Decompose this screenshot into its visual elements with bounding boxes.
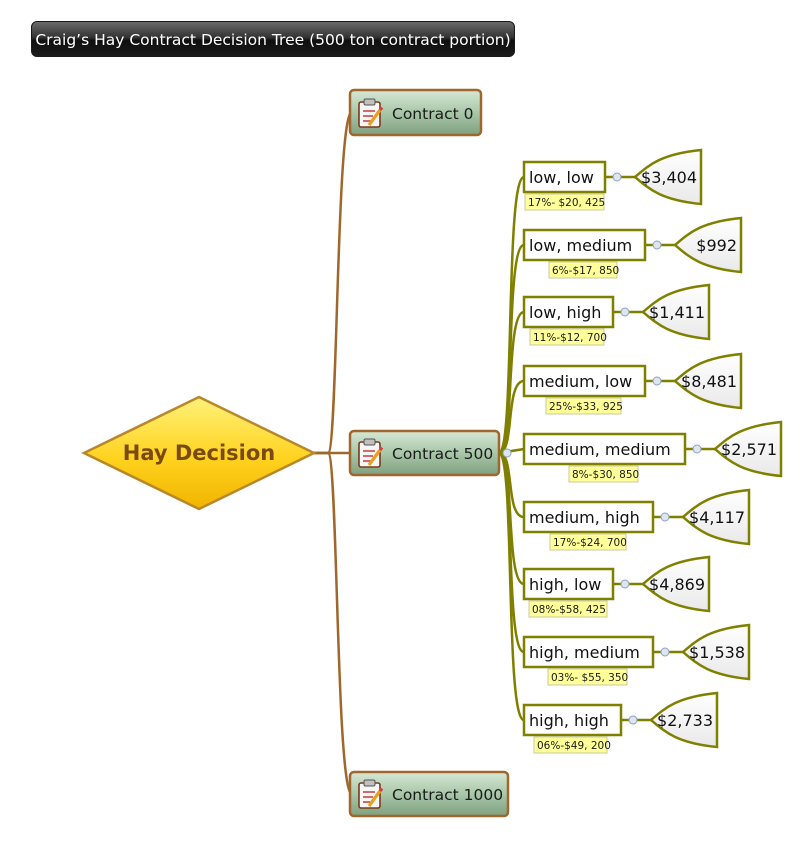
collapse-dot-icon[interactable] xyxy=(620,307,630,317)
probability-note: 8%-$30, 850 xyxy=(572,469,639,481)
collapse-dot-icon[interactable] xyxy=(652,376,662,386)
contract-box xyxy=(348,88,483,137)
outcome-node[interactable]: 25%-$33, 925 medium, low $8,481 xyxy=(522,352,743,415)
outcome-label: medium, low xyxy=(529,372,632,391)
payoff-shape xyxy=(713,420,783,478)
outcome-box xyxy=(522,364,647,398)
probability-note-box xyxy=(533,736,608,754)
contract-box xyxy=(348,770,510,818)
connector-root-contract-0 xyxy=(312,110,354,455)
probability-note: 06%-$49, 200 xyxy=(537,740,611,752)
outcome-box xyxy=(522,635,655,669)
collapse-dot-icon[interactable] xyxy=(660,647,670,657)
probability-note-box xyxy=(545,397,622,415)
payoff-shape xyxy=(673,216,743,274)
payoff-value: $2,733 xyxy=(657,711,713,730)
probability-note: 17%-$24, 700 xyxy=(553,537,627,549)
outcome-list: 17%- $20, 425 low, low $3,404 6%-$17, 850 lo… xyxy=(522,148,783,754)
outcome-box xyxy=(522,160,607,194)
payoff-shape xyxy=(633,148,703,206)
contract-node-0[interactable]: Contract 0 xyxy=(348,88,483,137)
root-label: Hay Decision xyxy=(123,441,276,465)
probability-note: 08%-$58, 425 xyxy=(532,604,606,616)
outcome-node[interactable]: 6%-$17, 850 low, medium $992 xyxy=(522,216,743,279)
collapse-dot-icon[interactable] xyxy=(612,172,622,182)
outcome-node[interactable]: 06%-$49, 200 high, high $2,733 xyxy=(522,691,719,754)
probability-note-box xyxy=(549,533,627,551)
contract-label: Contract 1000 xyxy=(392,786,503,804)
outcome-label: low, low xyxy=(529,168,594,187)
probability-note: 17%- $20, 425 xyxy=(528,197,605,209)
collapse-dot-icon[interactable] xyxy=(620,579,630,589)
probability-note-box xyxy=(547,668,628,686)
probability-note: 6%-$17, 850 xyxy=(552,265,619,277)
outcome-box xyxy=(522,432,687,466)
collapse-dot-icon[interactable] xyxy=(692,444,702,454)
collapse-dot-icon[interactable] xyxy=(628,715,638,725)
clipboard-pencil-icon xyxy=(358,98,384,128)
connector-500-outcome-9 xyxy=(497,451,526,722)
outcome-label: medium, medium xyxy=(529,440,671,459)
probability-note: 25%-$33, 925 xyxy=(549,401,623,413)
payoff-shape xyxy=(641,555,711,613)
probability-note: 11%-$12, 700 xyxy=(533,332,607,344)
payoff-value: $3,404 xyxy=(641,168,697,187)
payoff-value: $2,571 xyxy=(721,440,777,459)
probability-note-box xyxy=(528,600,608,618)
collapse-dot-icon[interactable] xyxy=(660,512,670,522)
root-diamond-shape xyxy=(81,395,317,511)
outcome-label: low, medium xyxy=(529,236,632,255)
payoff-shape xyxy=(673,352,743,410)
outcome-box xyxy=(522,567,615,601)
outcome-box xyxy=(522,703,623,737)
payoff-value: $4,117 xyxy=(689,508,745,527)
probability-note-box xyxy=(548,261,618,279)
outcome-box xyxy=(522,295,615,329)
outcome-box xyxy=(522,500,655,534)
payoff-value: $4,869 xyxy=(649,575,705,594)
outcome-label: low, high xyxy=(529,303,601,322)
outcome-label: high, medium xyxy=(529,643,640,662)
connector-500-outcome-4 xyxy=(498,379,525,455)
outcome-node[interactable]: 11%-$12, 700 low, high $1,411 xyxy=(522,283,711,346)
payoff-value: $1,538 xyxy=(689,643,745,662)
outcome-node[interactable]: 08%-$58, 425 high, low $4,869 xyxy=(522,555,711,618)
contract-node-1000[interactable]: Contract 1000 xyxy=(348,770,510,818)
outcome-node[interactable]: 17%-$24, 700 medium, high $4,117 xyxy=(522,488,751,551)
outcome-connectors xyxy=(497,175,526,722)
payoff-value: $992 xyxy=(696,236,737,255)
diagram-title: Craig’s Hay Contract Decision Tree (500 … xyxy=(31,21,515,57)
contract-label: Contract 500 xyxy=(392,445,493,463)
clipboard-pencil-icon xyxy=(358,779,384,809)
root-node[interactable]: Hay Decision xyxy=(81,395,317,511)
connector-root-contract-1000 xyxy=(312,451,354,796)
contract-label: Contract 0 xyxy=(392,105,473,123)
clipboard-pencil-icon xyxy=(358,438,384,468)
collapse-dot-icon[interactable] xyxy=(502,448,512,458)
payoff-shape xyxy=(649,691,719,749)
outcome-node[interactable]: 17%- $20, 425 low, low $3,404 xyxy=(522,148,703,211)
payoff-value: $8,481 xyxy=(681,372,737,391)
payoff-value: $1,411 xyxy=(649,303,705,322)
probability-note-box xyxy=(524,193,605,211)
outcome-label: high, high xyxy=(529,711,609,730)
outcome-label: high, low xyxy=(529,575,601,594)
collapse-dot-icon[interactable] xyxy=(652,240,662,250)
connector-500-outcome-3 xyxy=(498,310,525,455)
probability-note: 03%- $55, 350 xyxy=(551,672,628,684)
payoff-shape xyxy=(641,283,711,341)
payoff-shape xyxy=(681,488,751,546)
probability-note-box xyxy=(529,328,605,346)
outcome-box xyxy=(522,228,647,262)
outcome-node[interactable]: 8%-$30, 850 medium, medium $2,571 xyxy=(522,420,783,483)
contract-node-500[interactable]: Contract 500 xyxy=(348,429,501,477)
outcome-label: medium, high xyxy=(529,508,640,527)
probability-note-box xyxy=(568,465,639,483)
payoff-shape xyxy=(681,623,751,681)
outcome-node[interactable]: 03%- $55, 350 high, medium $1,538 xyxy=(522,623,751,686)
